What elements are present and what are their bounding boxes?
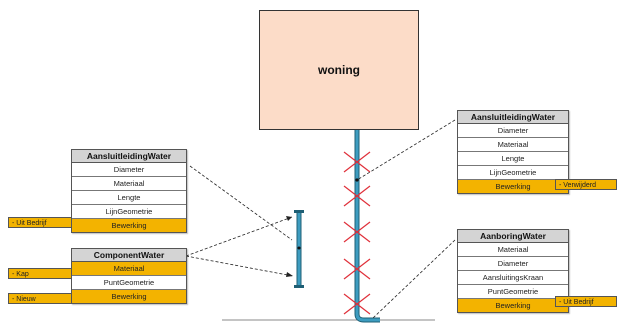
tag-verwijderd: - Verwijderd — [555, 179, 617, 190]
table-title: AanboringWater — [458, 230, 568, 243]
table-row: Lengte — [72, 191, 186, 205]
cross-mark — [343, 258, 371, 280]
table-title: AansluitleidingWater — [72, 150, 186, 163]
component-cap-bottom — [294, 285, 304, 288]
table-row: Materiaal — [72, 177, 186, 191]
component-point — [297, 246, 301, 250]
aansluitleiding-left-table: AansluitleidingWater Diameter Materiaal … — [71, 149, 187, 233]
connector-component-end — [185, 255, 294, 277]
aansluitleiding-right-table: AansluitleidingWater Diameter Materiaal … — [457, 110, 569, 194]
table-row: Diameter — [458, 124, 568, 138]
tag-uit-bedrijf-left: - Uit Bedrijf — [8, 217, 72, 228]
table-title: ComponentWater — [72, 249, 186, 262]
aanboring-table: AanboringWater Materiaal Diameter Aanslu… — [457, 229, 569, 313]
tag-uit-bedrijf-right: - Uit Bedrijf — [555, 296, 617, 307]
component-cap-top — [294, 210, 304, 213]
cross-mark — [343, 293, 371, 315]
table-row: Diameter — [458, 257, 568, 271]
connector-arrowheads — [286, 216, 293, 277]
table-row: AansluitingsKraan — [458, 271, 568, 285]
table-row-bewerking: Bewerking — [458, 180, 568, 193]
arrowhead — [286, 216, 292, 221]
tag-kap: - Kap — [8, 268, 72, 279]
table-row: Diameter — [72, 163, 186, 177]
table-row: Lengte — [458, 152, 568, 166]
service-pipe — [355, 130, 380, 322]
table-row: Materiaal — [458, 243, 568, 257]
table-title: AansluitleidingWater — [458, 111, 568, 124]
connector-lines — [185, 119, 456, 319]
removal-crosses — [343, 151, 371, 315]
component-table: ComponentWater Materiaal PuntGeometrie B… — [71, 248, 187, 304]
pipe-point — [355, 178, 359, 182]
connector-left-pipe — [189, 165, 293, 241]
table-row: Materiaal — [458, 138, 568, 152]
connector-component-cap — [185, 216, 293, 257]
house-label: woning — [318, 63, 360, 77]
house-box: woning — [259, 10, 419, 130]
connector-aanboring — [372, 239, 456, 319]
table-row: LijnGeometrie — [72, 205, 186, 219]
tag-nieuw: - Nieuw — [8, 293, 72, 304]
cross-mark — [343, 221, 371, 243]
service-pipe-outline — [354, 130, 380, 323]
table-row-materiaal: Materiaal — [72, 262, 186, 276]
table-row-bewerking: Bewerking — [72, 219, 186, 232]
connector-right-pipe — [356, 119, 456, 181]
table-row-bewerking: Bewerking — [72, 290, 186, 303]
table-row: PuntGeometrie — [458, 285, 568, 299]
arrowhead — [286, 272, 293, 277]
cross-mark — [343, 185, 371, 207]
table-row: PuntGeometrie — [72, 276, 186, 290]
cross-mark — [343, 151, 371, 173]
table-row-bewerking: Bewerking — [458, 299, 568, 312]
table-row: LijnGeometrie — [458, 166, 568, 180]
